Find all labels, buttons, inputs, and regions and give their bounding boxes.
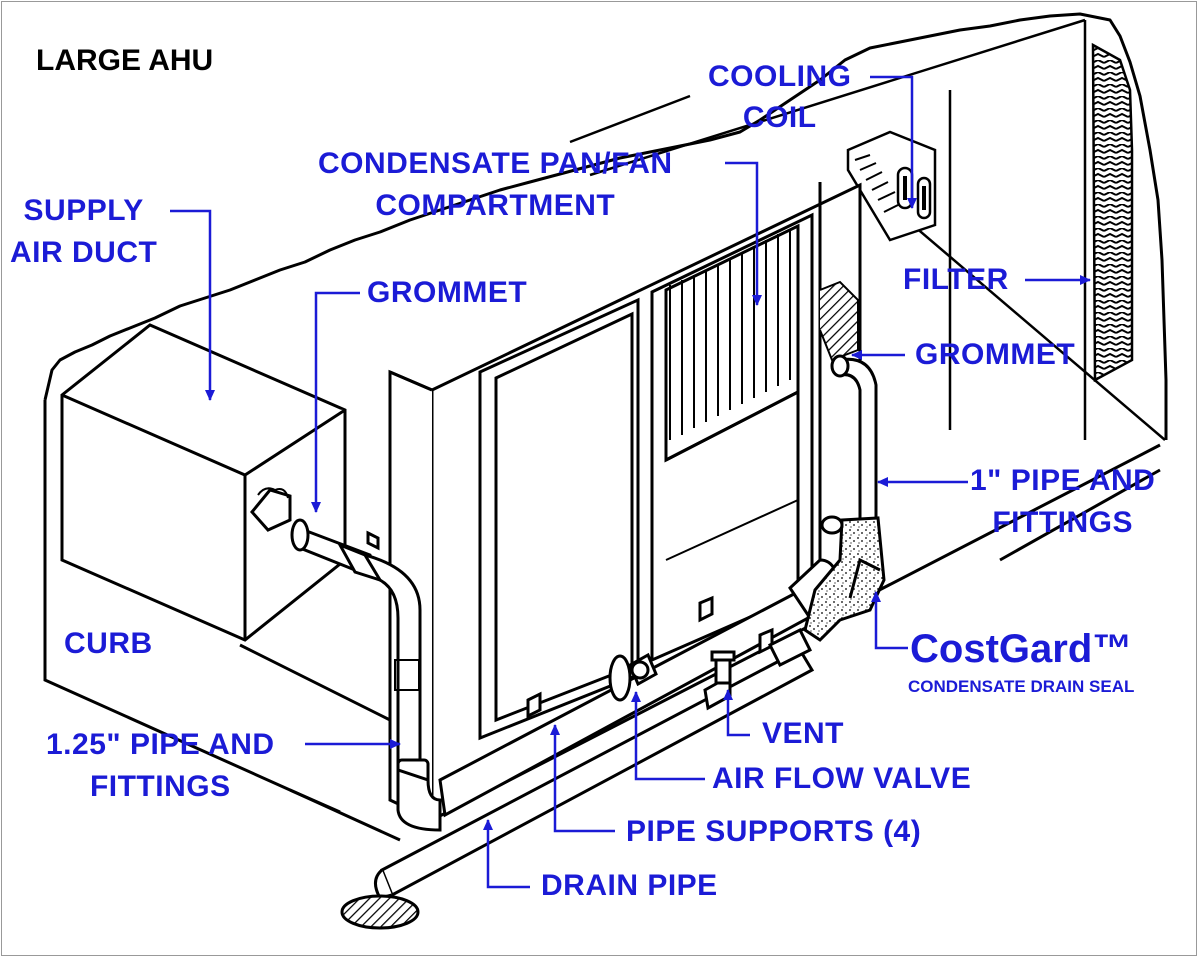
ground-lines bbox=[43, 400, 1161, 842]
label-cooling-coil-line2: COIL bbox=[742, 101, 817, 134]
diagram-title: LARGE AHU bbox=[36, 44, 214, 77]
label-pipe-1in: 1" PIPE AND FITTINGS bbox=[970, 460, 1155, 544]
label-supply-air-duct-line1: SUPPLY bbox=[23, 194, 144, 227]
label-filter: FILTER bbox=[903, 263, 1009, 296]
label-cooling-coil-line1: COOLING bbox=[708, 60, 852, 93]
roof-cutaway bbox=[43, 12, 1168, 440]
label-vent: VENT bbox=[762, 717, 845, 750]
label-condensate-pan: CONDENSATE PAN/FAN COMPARTMENT bbox=[318, 143, 673, 227]
costgard-subtitle: CONDENSATE DRAIN SEAL bbox=[908, 677, 1135, 696]
pipe-125 bbox=[290, 518, 848, 832]
label-curb: CURB bbox=[64, 627, 153, 660]
supply-air-duct bbox=[60, 323, 347, 642]
label-grommet-right: GROMMET bbox=[915, 338, 1076, 371]
label-pipe-125-line2: FITTINGS bbox=[89, 770, 231, 803]
costgard-brand: CostGard™ bbox=[910, 627, 1133, 671]
label-drain-pipe: DRAIN PIPE bbox=[541, 869, 718, 902]
label-condensate-pan-line1: CONDENSATE PAN/FAN bbox=[318, 147, 673, 180]
filter-block bbox=[1091, 42, 1134, 383]
label-cooling-coil: COOLING COIL bbox=[708, 56, 852, 139]
label-pipe-1in-line1: 1" PIPE AND bbox=[970, 464, 1156, 497]
label-condensate-pan-line2: COMPARTMENT bbox=[375, 189, 616, 222]
label-air-flow-valve: AIR FLOW VALVE bbox=[712, 762, 972, 795]
pipe-1in bbox=[803, 354, 886, 642]
drain-pipe bbox=[340, 627, 815, 930]
label-pipe-125: 1.25" PIPE AND FITTINGS bbox=[46, 724, 275, 808]
label-pipe-125-line1: 1.25" PIPE AND bbox=[46, 728, 275, 761]
leader-lines bbox=[170, 75, 1091, 889]
label-pipe-1in-line2: FITTINGS bbox=[992, 506, 1133, 539]
cooling-coil bbox=[846, 130, 937, 242]
label-grommet-left: GROMMET bbox=[367, 276, 528, 309]
label-supply-air-duct-line2: AIR DUCT bbox=[10, 236, 158, 269]
label-pipe-supports: PIPE SUPPORTS (4) bbox=[626, 815, 922, 848]
label-supply-air-duct: SUPPLY AIR DUCT bbox=[10, 190, 157, 274]
